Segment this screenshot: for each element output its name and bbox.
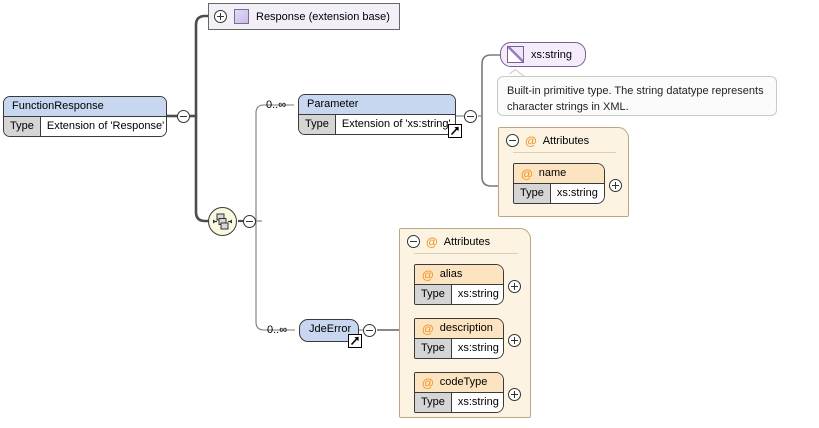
at-icon: @ bbox=[422, 375, 434, 390]
jdeerror-cardinality: 0..∞ bbox=[267, 324, 288, 336]
complextype-function-response[interactable]: FunctionResponse Type Extension of 'Resp… bbox=[3, 96, 167, 137]
attribute-description-expand-toggle[interactable] bbox=[508, 334, 521, 347]
parameter-title: Parameter bbox=[299, 95, 455, 115]
attribute-alias-type-row: Type xs:string bbox=[415, 285, 503, 304]
jdeerror-attributes-header: @ Attributes bbox=[400, 229, 530, 253]
attribute-description-type-row: Type xs:string bbox=[415, 339, 503, 358]
annotation-line-1: Built-in primitive type. The string data… bbox=[507, 85, 764, 97]
attribute-codetype-type-value: xs:string bbox=[451, 393, 503, 412]
attribute-codetype-type-key: Type bbox=[415, 393, 452, 412]
element-jdeerror[interactable]: JdeError bbox=[299, 319, 359, 342]
annotation-line-2: character strings in XML. bbox=[507, 101, 629, 113]
at-icon: @ bbox=[521, 166, 533, 181]
at-icon: @ bbox=[426, 234, 438, 249]
attribute-name-type-row: Type xs:string bbox=[514, 184, 604, 203]
element-parameter[interactable]: Parameter Type Extension of 'xs:string' bbox=[298, 94, 456, 135]
simpletype-xs-string[interactable]: xs:string bbox=[500, 42, 586, 67]
attribute-alias-header: @ alias bbox=[415, 265, 503, 285]
attribute-description-type-key: Type bbox=[415, 339, 452, 358]
attribute-name-label: name bbox=[538, 167, 567, 179]
jdeerror-goto-link-icon[interactable] bbox=[348, 334, 362, 348]
extension-base-response[interactable]: Response (extension base) bbox=[208, 3, 400, 30]
attribute-codetype[interactable]: @ codeType Type xs:string bbox=[414, 372, 504, 413]
sequence-compositor[interactable] bbox=[208, 207, 237, 236]
attribute-description-header: @ description bbox=[415, 319, 503, 339]
sequence-icon bbox=[213, 213, 232, 230]
attribute-description[interactable]: @ description Type xs:string bbox=[414, 318, 504, 359]
function-response-title: FunctionResponse bbox=[4, 97, 166, 117]
parameter-attributes-collapse-toggle[interactable] bbox=[506, 134, 519, 147]
parameter-type-row: Type Extension of 'xs:string' bbox=[299, 115, 455, 134]
attribute-name-type-key: Type bbox=[514, 184, 551, 203]
jdeerror-attributes-collapse-toggle[interactable] bbox=[407, 235, 420, 248]
parameter-attributes-header: @ Attributes bbox=[499, 128, 628, 152]
parameter-attributes-label: Attributes bbox=[542, 134, 590, 147]
attribute-codetype-expand-toggle[interactable] bbox=[508, 388, 521, 401]
attribute-alias[interactable]: @ alias Type xs:string bbox=[414, 264, 504, 305]
attribute-codetype-header: @ codeType bbox=[415, 373, 503, 393]
at-icon: @ bbox=[422, 321, 434, 336]
function-response-type-value: Extension of 'Response' bbox=[40, 117, 166, 136]
at-icon: @ bbox=[422, 267, 434, 282]
attribute-alias-label: alias bbox=[439, 268, 463, 280]
parameter-collapse-toggle[interactable] bbox=[464, 110, 477, 123]
function-response-type-row: Type Extension of 'Response' bbox=[4, 117, 166, 136]
attributes-separator bbox=[414, 253, 518, 254]
attributes-separator bbox=[513, 152, 616, 153]
parameter-type-value: Extension of 'xs:string' bbox=[335, 115, 455, 134]
parameter-goto-link-icon[interactable] bbox=[448, 124, 462, 138]
parameter-cardinality: 0..∞ bbox=[266, 99, 287, 111]
attribute-alias-type-value: xs:string bbox=[451, 285, 503, 304]
function-response-collapse-toggle[interactable] bbox=[177, 110, 190, 123]
attribute-alias-type-key: Type bbox=[415, 285, 452, 304]
jdeerror-attributes-label: Attributes bbox=[443, 235, 491, 248]
sequence-collapse-toggle[interactable] bbox=[243, 215, 256, 228]
attribute-name-type-value: xs:string bbox=[550, 184, 604, 203]
arrow-up-right-icon bbox=[350, 336, 359, 346]
annotation-tooltip: Built-in primitive type. The string data… bbox=[497, 76, 777, 116]
attribute-codetype-type-row: Type xs:string bbox=[415, 393, 503, 412]
arrow-up-right-icon bbox=[450, 126, 459, 136]
at-icon: @ bbox=[525, 133, 537, 148]
function-response-type-key: Type bbox=[4, 117, 41, 136]
attribute-alias-expand-toggle[interactable] bbox=[508, 280, 521, 293]
attribute-name-header: @ name bbox=[514, 164, 604, 184]
extension-base-label: Response (extension base) bbox=[256, 10, 390, 23]
complex-type-swatch-icon bbox=[234, 9, 249, 24]
jdeerror-collapse-toggle[interactable] bbox=[363, 324, 376, 337]
attribute-name[interactable]: @ name Type xs:string bbox=[513, 163, 605, 204]
simpletype-label: xs:string bbox=[531, 48, 572, 61]
response-expand-toggle[interactable] bbox=[214, 10, 227, 23]
attribute-description-label: description bbox=[439, 322, 493, 334]
jdeerror-label: JdeError bbox=[309, 323, 352, 335]
simple-type-icon bbox=[507, 46, 524, 63]
attribute-description-type-value: xs:string bbox=[451, 339, 503, 358]
parameter-type-key: Type bbox=[299, 115, 336, 134]
attribute-name-expand-toggle[interactable] bbox=[609, 179, 622, 192]
attribute-codetype-label: codeType bbox=[439, 376, 488, 388]
